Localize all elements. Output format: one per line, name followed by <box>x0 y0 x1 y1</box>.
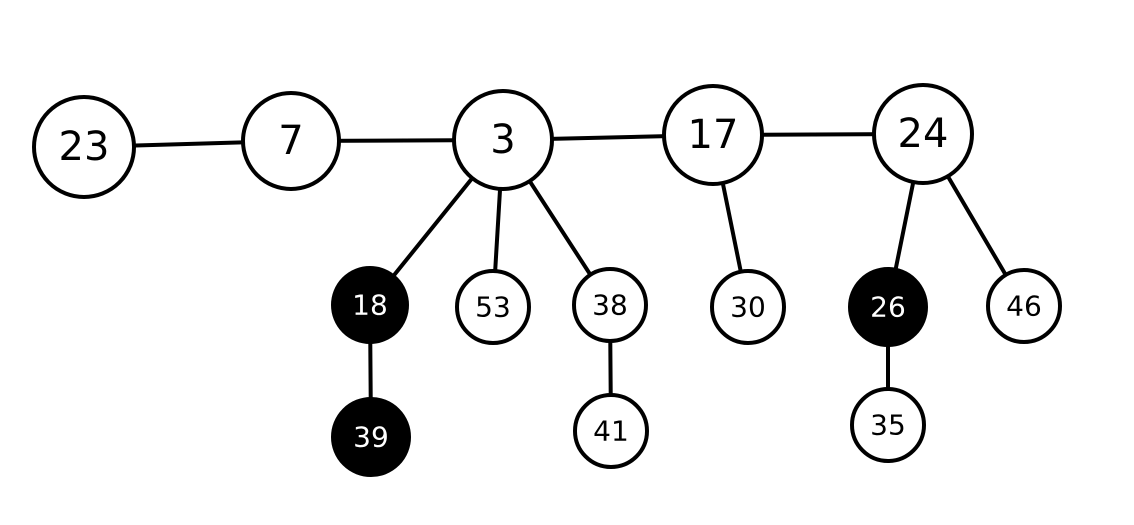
node-24: 24 <box>872 83 974 185</box>
node-7: 7 <box>241 91 341 191</box>
node-label-35: 35 <box>870 409 906 442</box>
node-circle-7 <box>241 91 341 191</box>
node-circle-3 <box>452 89 554 191</box>
node-38: 38 <box>572 267 648 343</box>
node-label-26: 26 <box>870 291 906 324</box>
node-41: 41 <box>573 393 649 469</box>
nodes-layer: 23 7 3 17 24 18 53 38 30 26 46 39 41 35 <box>32 83 1062 477</box>
node-label-17: 17 <box>688 112 739 158</box>
node-circle-23 <box>32 95 136 199</box>
node-label-41: 41 <box>593 415 629 448</box>
node-circle-39 <box>331 397 411 477</box>
node-circle-53 <box>455 269 531 345</box>
node-label-38: 38 <box>592 289 628 322</box>
node-circle-26 <box>848 267 928 347</box>
node-label-23: 23 <box>59 124 110 170</box>
node-17: 17 <box>662 84 764 186</box>
node-circle-46 <box>986 268 1062 344</box>
node-circle-41 <box>573 393 649 469</box>
node-label-46: 46 <box>1006 290 1042 323</box>
node-46: 46 <box>986 268 1062 344</box>
node-label-18: 18 <box>352 289 388 322</box>
node-35: 35 <box>850 387 926 463</box>
node-circle-18 <box>331 266 409 344</box>
node-circle-17 <box>662 84 764 186</box>
node-label-24: 24 <box>898 111 949 157</box>
node-label-7: 7 <box>278 118 303 164</box>
node-39: 39 <box>331 397 411 477</box>
node-circle-35 <box>850 387 926 463</box>
node-label-53: 53 <box>475 291 511 324</box>
node-23: 23 <box>32 95 136 199</box>
node-circle-38 <box>572 267 648 343</box>
node-label-39: 39 <box>353 421 389 454</box>
node-30: 30 <box>710 269 786 345</box>
node-label-30: 30 <box>730 291 766 324</box>
node-18: 18 <box>331 266 409 344</box>
node-3: 3 <box>452 89 554 191</box>
node-circle-30 <box>710 269 786 345</box>
node-53: 53 <box>455 269 531 345</box>
node-label-3: 3 <box>490 117 515 163</box>
node-circle-24 <box>872 83 974 185</box>
node-26: 26 <box>848 267 928 347</box>
